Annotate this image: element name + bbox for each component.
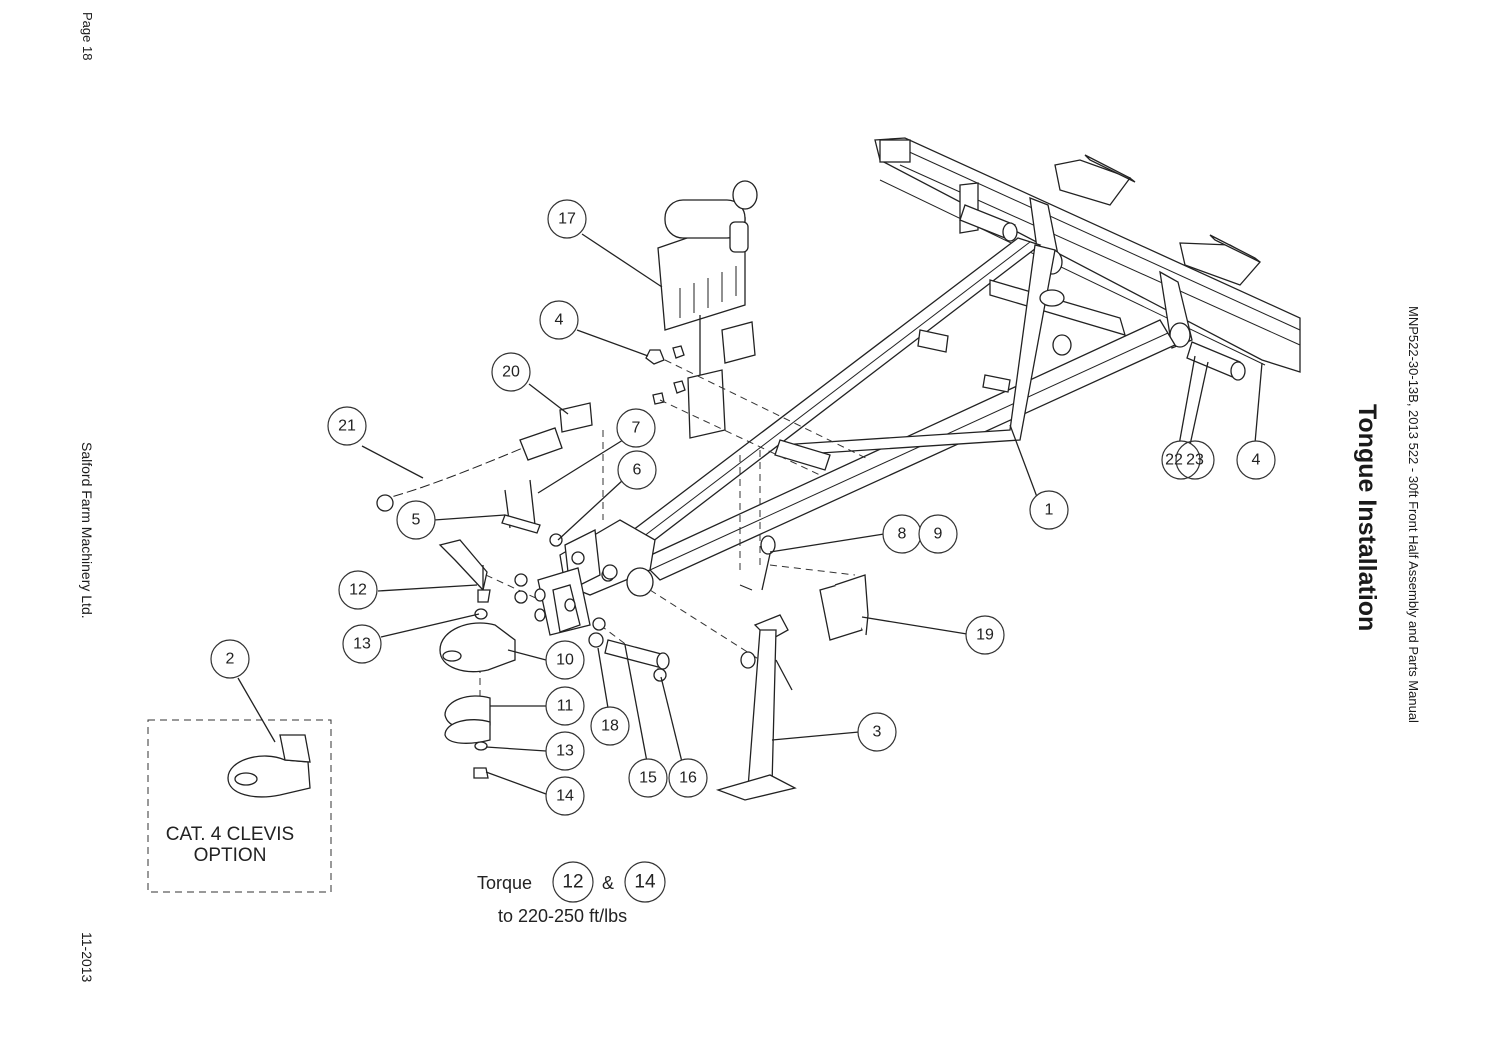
callout-20: 20 (491, 352, 531, 392)
callout-7: 7 (616, 408, 656, 448)
callout-12: 12 (338, 570, 378, 610)
svg-text:7: 7 (632, 420, 641, 437)
svg-text:15: 15 (639, 770, 657, 787)
callout-6: 6 (617, 450, 657, 490)
callout-3: 3 (857, 712, 897, 752)
callout-8: 8 (882, 514, 922, 554)
callout-23: 23 (1175, 440, 1215, 480)
jack-stand-part (715, 614, 797, 801)
svg-text:19: 19 (976, 627, 994, 644)
callout-4: 4 (539, 300, 579, 340)
callout-14: 14 (545, 776, 585, 816)
svg-text:12: 12 (349, 582, 367, 599)
torque-joiner: & (602, 873, 614, 893)
callout-13b: 13 (545, 731, 585, 771)
svg-text:12: 12 (562, 872, 583, 893)
svg-text:23: 23 (1186, 452, 1204, 469)
svg-text:5: 5 (412, 512, 421, 529)
torque-note: Torque 12 & 14 to 220-250 ft/lbs (477, 861, 666, 926)
svg-text:16: 16 (679, 770, 697, 787)
svg-text:17: 17 (558, 211, 576, 228)
callout-13: 13 (342, 624, 382, 664)
torque-callout-14: 14 (624, 861, 666, 903)
svg-text:9: 9 (934, 526, 943, 543)
svg-text:20: 20 (502, 364, 520, 381)
tongue-frame (534, 237, 1176, 636)
safety-chain-part (376, 402, 593, 547)
callout-21: 21 (327, 406, 367, 446)
clevis-option-line2: OPTION (194, 845, 267, 866)
svg-text:18: 18 (601, 718, 619, 735)
main-frame-beam (874, 137, 1301, 381)
svg-text:8: 8 (898, 526, 907, 543)
svg-text:13: 13 (353, 636, 371, 653)
callout-11: 11 (545, 686, 585, 726)
callout-16: 16 (668, 758, 708, 798)
svg-text:14: 14 (556, 788, 574, 805)
svg-text:10: 10 (556, 652, 574, 669)
callout-19: 19 (965, 615, 1005, 655)
svg-text:2: 2 (226, 651, 235, 668)
svg-text:21: 21 (338, 418, 356, 435)
svg-text:3: 3 (873, 724, 882, 741)
torque-callout-12: 12 (552, 861, 594, 903)
callout-15: 15 (628, 758, 668, 798)
manual-holder-part (645, 180, 758, 439)
callout-17: 17 (547, 199, 587, 239)
svg-text:4: 4 (555, 312, 564, 329)
callout-22: 22 (1161, 440, 1201, 480)
clevis-option-line1: CAT. 4 CLEVIS (166, 824, 294, 845)
clevis-option-box (147, 719, 332, 893)
svg-text:11: 11 (557, 698, 574, 715)
callout-10: 10 (545, 640, 585, 680)
svg-text:4: 4 (1252, 452, 1261, 469)
torque-spec: to 220-250 ft/lbs (498, 906, 627, 926)
torque-prefix: Torque (477, 873, 532, 893)
callout-1: 1 (1029, 490, 1069, 530)
callout-5: 5 (396, 500, 436, 540)
callout-9: 9 (918, 514, 958, 554)
leader-lines (237, 233, 1263, 795)
svg-text:13: 13 (556, 743, 574, 760)
clevis-assembly-parts (438, 539, 670, 779)
pin-and-ubolt-parts (739, 535, 869, 641)
svg-text:6: 6 (633, 462, 642, 479)
svg-text:1: 1 (1045, 502, 1054, 519)
callout-18: 18 (590, 706, 630, 746)
svg-text:14: 14 (634, 872, 656, 893)
callout-2: 2 (210, 639, 250, 679)
callout-4b: 4 (1236, 440, 1276, 480)
svg-text:22: 22 (1165, 452, 1183, 469)
